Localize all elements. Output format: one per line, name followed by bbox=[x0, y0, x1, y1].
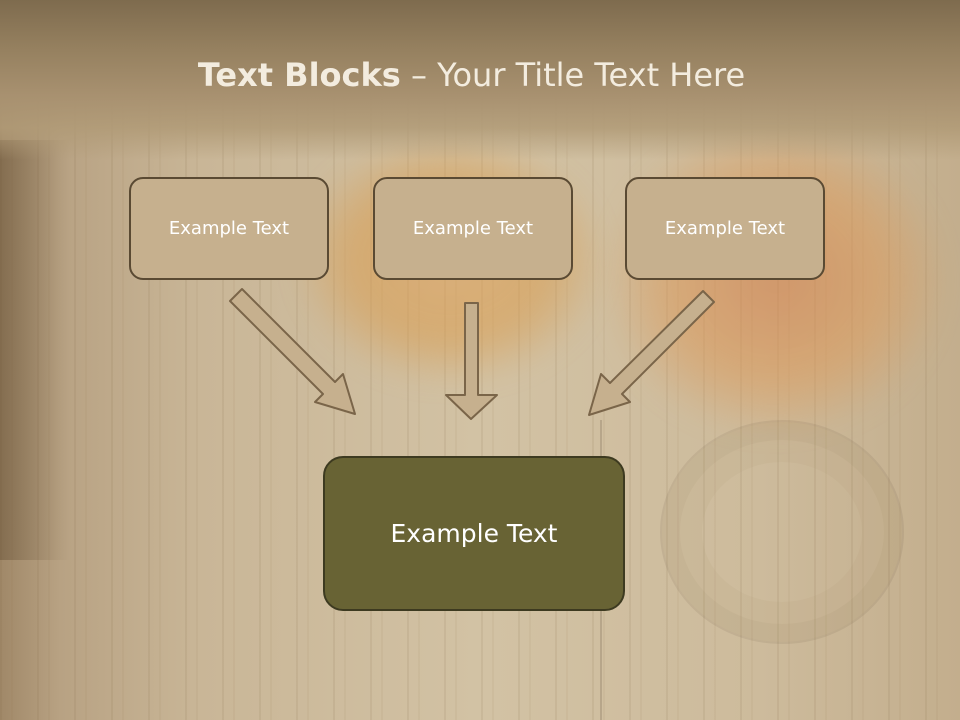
arrow-left bbox=[229, 288, 356, 415]
arrow-right bbox=[588, 290, 715, 416]
text-block-2-label: Example Text bbox=[412, 218, 534, 239]
text-block-1-label: Example Text bbox=[168, 218, 290, 239]
arrow-center bbox=[445, 302, 498, 420]
title-separator: – bbox=[400, 56, 438, 94]
main-text-block-label: Example Text bbox=[390, 519, 558, 548]
text-block-3[interactable]: Example Text bbox=[625, 177, 825, 280]
title-rest: Your Title Text Here bbox=[437, 56, 746, 94]
text-block-1[interactable]: Example Text bbox=[129, 177, 329, 280]
wood-dark-edge bbox=[0, 140, 70, 560]
title-band bbox=[0, 0, 960, 160]
main-text-block[interactable]: Example Text bbox=[323, 456, 625, 611]
text-block-3-label: Example Text bbox=[664, 218, 786, 239]
title-bold: Text Blocks bbox=[197, 56, 401, 94]
wood-knot bbox=[660, 420, 904, 644]
slide-title: Text Blocks – Your Title Text Here bbox=[0, 54, 943, 96]
text-block-2[interactable]: Example Text bbox=[373, 177, 573, 280]
